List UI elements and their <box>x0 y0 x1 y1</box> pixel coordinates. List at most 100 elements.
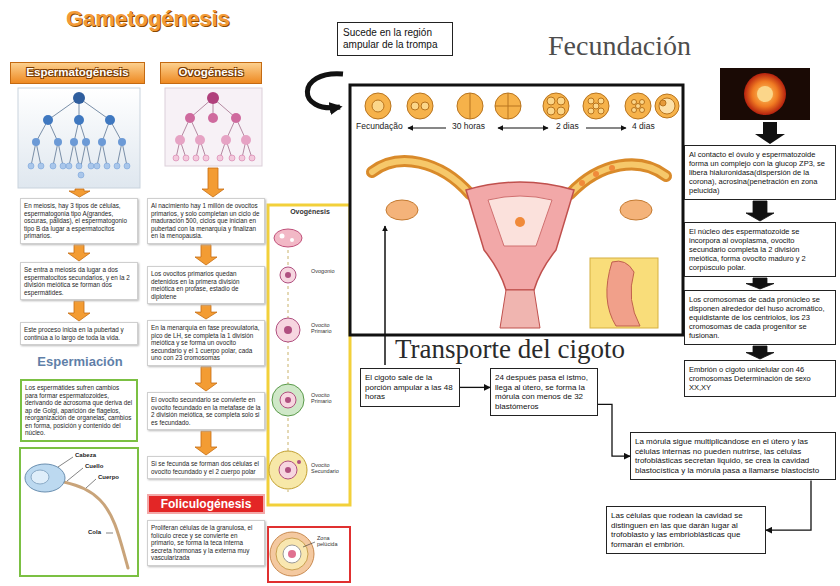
illustration-part <box>384 226 386 365</box>
illustration-part <box>25 464 65 492</box>
illustration-part <box>60 163 66 169</box>
illustration-part <box>185 113 195 123</box>
illustration-part <box>32 138 40 146</box>
illustration-part <box>58 457 73 467</box>
node-text: En meiosis, hay 3 tipos de células, espe… <box>24 202 134 240</box>
illustration-part <box>208 113 218 123</box>
block-arrow <box>746 201 774 221</box>
illustration-part <box>114 163 120 169</box>
illustration-part <box>268 205 350 505</box>
node-text: El núcleo des espermatozoide se incorpor… <box>689 227 831 272</box>
node-text: Los cromosomas de cada pronúcleo se disp… <box>689 295 831 340</box>
node-text: El ovocito secundario se convierte en ov… <box>151 396 261 426</box>
text-box: En la menarquía en fase preovulatoria, p… <box>147 320 265 366</box>
node-text: Ovogénesis <box>163 66 259 80</box>
illustration-part <box>590 258 658 328</box>
process-box: 24 después pasa el istmo, llega al útero… <box>490 368 598 416</box>
illustration-part <box>280 234 285 239</box>
black-arrow <box>755 122 785 144</box>
section-title: Transporte del cigoto <box>395 336 680 363</box>
illustration-part <box>365 93 391 119</box>
illustration-part <box>229 155 235 161</box>
illustration-part <box>98 138 106 146</box>
callout-arrow <box>307 74 343 108</box>
illustration-part <box>183 155 189 161</box>
block-arrow <box>195 367 217 391</box>
illustration-part <box>269 451 307 489</box>
block-arrow <box>195 431 217 455</box>
illustration-part <box>50 163 56 169</box>
illustration-part <box>515 217 525 227</box>
connector-arrow <box>460 387 490 388</box>
text-box: Los espermátides sufren cambios para for… <box>20 379 138 442</box>
illustration-part <box>543 93 569 119</box>
node-text: En la menarquía en fase preovulatoria, p… <box>151 324 261 362</box>
node-text: Si se fecunda se forman dos células el o… <box>151 460 261 475</box>
text-box: Se entra a meiosis da lugar a dos esperm… <box>20 262 138 300</box>
illustration-part <box>500 290 540 328</box>
illustration-part <box>78 172 84 178</box>
illustration-part <box>203 155 209 161</box>
text-box: Este proceso inicia en la pubertad y con… <box>20 322 138 345</box>
illustration-part <box>20 448 138 576</box>
illustration-part <box>607 261 640 326</box>
illustration-part <box>175 135 185 145</box>
figure-label: 4 dias <box>632 122 668 132</box>
block-arrow <box>195 305 217 319</box>
illustration-part <box>73 92 85 104</box>
illustration-part <box>43 115 53 125</box>
header-box: Espermatogénesis <box>10 62 145 84</box>
illustration-part <box>557 107 565 115</box>
illustration-part <box>207 92 219 104</box>
illustration-part <box>588 108 594 114</box>
text-box: Los ovocitos primarios quedan detenidos … <box>147 266 265 304</box>
node-text: Foliculogénesis <box>151 497 261 511</box>
illustration-part <box>288 550 296 558</box>
illustration-part <box>165 88 262 166</box>
illustration-part <box>583 93 609 119</box>
illustration-part <box>18 88 140 188</box>
illustration-part <box>350 85 683 335</box>
illustration-part <box>31 98 127 166</box>
illustration-part <box>372 161 470 194</box>
header-box: Ovogénesis <box>160 62 262 84</box>
leader-arrow <box>385 226 386 365</box>
node-text: Las células que rodean la cavidad se dis… <box>611 511 761 549</box>
figure-label: Cabeza <box>75 452 105 459</box>
illustration-part <box>106 533 113 534</box>
illustration-part <box>372 161 470 194</box>
illustration-part <box>586 127 626 128</box>
block-arrow <box>746 346 774 359</box>
follicle-figure <box>268 527 350 582</box>
illustration-part <box>31 470 49 484</box>
process-box: Los cromosomas de cada pronúcleo se disp… <box>684 290 836 345</box>
figure-label: Ovocito Primario <box>311 322 347 335</box>
oogenesis-figure <box>165 88 262 166</box>
illustration-part <box>285 397 291 403</box>
illustration-part <box>272 384 304 416</box>
block-arrow <box>68 245 90 261</box>
illustration-part <box>239 155 245 161</box>
callout-box: Sucede en la región ampular de la trompa <box>337 22 453 56</box>
node-text: Proliferan células de la granulosa, el f… <box>151 524 261 562</box>
text-box: En meiosis, hay 3 tipos de células, espe… <box>20 198 138 244</box>
illustration-part <box>508 93 509 119</box>
illustration-part <box>659 98 675 114</box>
illustration-part <box>241 135 251 145</box>
egg-figure <box>720 68 810 120</box>
illustration-part <box>274 229 302 247</box>
illustration-part <box>66 163 72 169</box>
figure-label: Cuello <box>85 463 115 470</box>
illustration-part <box>547 97 555 105</box>
connector-arrow <box>766 480 811 530</box>
figure-label: Cola <box>88 529 105 536</box>
illustration-part <box>217 155 223 161</box>
illustration-part <box>620 200 652 220</box>
illustration-part <box>270 532 314 576</box>
illustration-part <box>408 127 626 128</box>
illustration-part <box>755 122 785 144</box>
illustration-part <box>498 127 548 128</box>
illustration-part <box>280 267 296 283</box>
node-text: Espermatogénesis <box>13 66 142 80</box>
